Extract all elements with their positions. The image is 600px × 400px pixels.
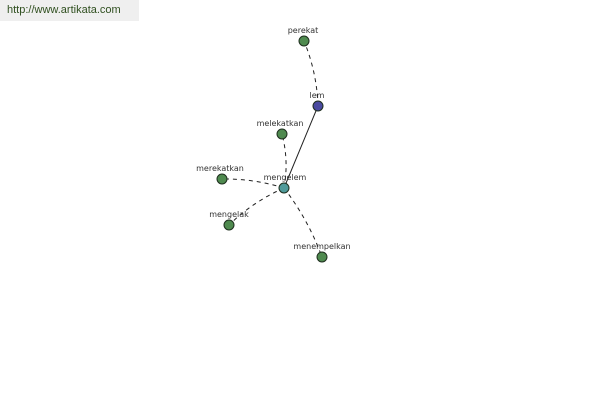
edge-mengelem-lem [283, 105, 319, 189]
node-label-mengelem[interactable]: mengelem [264, 173, 307, 182]
graph-nodes: mengelem lem perekat melekatkan merekatkan me… [196, 26, 351, 263]
node-melekatkan[interactable] [276, 128, 288, 140]
node-label-menempelkan[interactable]: menempelkan [293, 242, 350, 251]
node-merekatkan[interactable] [216, 173, 228, 185]
edge-lem-perekat [303, 40, 319, 107]
node-mengelak[interactable] [223, 219, 235, 231]
node-mengelem[interactable] [278, 182, 290, 194]
node-label-mengelak[interactable]: mengelak [209, 210, 249, 219]
node-menempelkan[interactable] [316, 251, 328, 263]
graph-edges [221, 40, 323, 258]
node-label-melekatkan[interactable]: melekatkan [257, 119, 304, 128]
node-label-perekat[interactable]: perekat [288, 26, 319, 35]
edge-mengelem-mengelak [228, 187, 285, 226]
node-label-merekatkan[interactable]: merekatkan [196, 164, 244, 173]
source-link[interactable]: http://www.artikata.com [0, 0, 139, 21]
node-perekat[interactable] [298, 35, 310, 47]
node-label-lem[interactable]: lem [310, 91, 325, 100]
node-lem[interactable] [312, 100, 324, 112]
